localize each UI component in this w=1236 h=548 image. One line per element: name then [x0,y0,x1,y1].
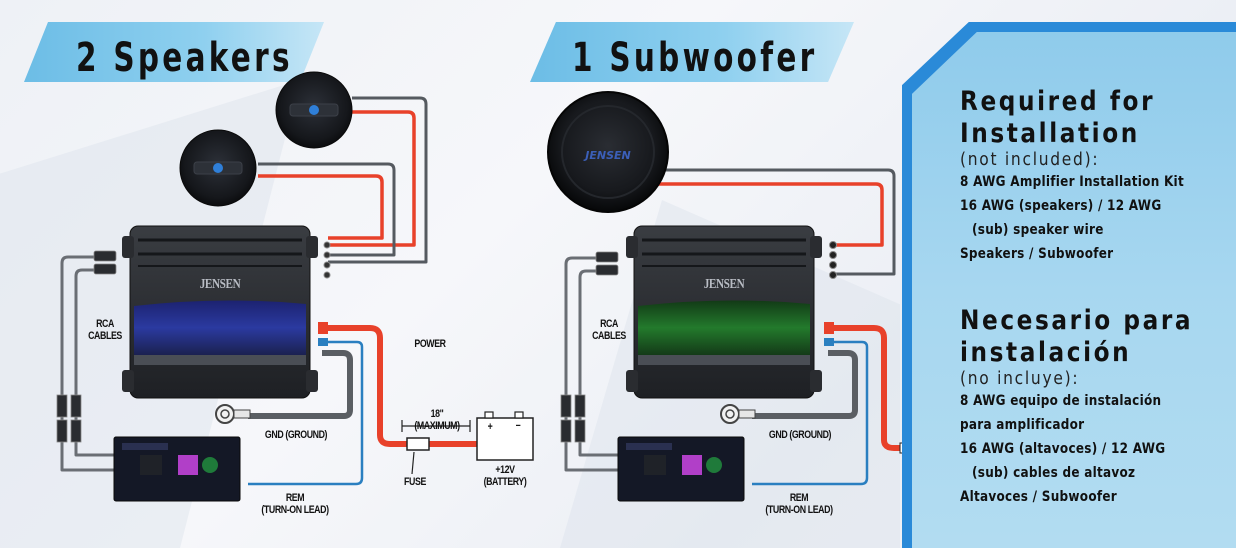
en-heading-line1: Required for [960,86,1156,117]
speaker2-negative-wire [258,162,396,257]
battery-minus: − [515,420,521,432]
en-item: Speakers / Subwoofer [960,246,1114,262]
power-wire-right [828,325,904,451]
en-subheading: (not included): [960,149,1100,170]
es-item: para amplificador [960,417,1085,433]
rca-cables-right [564,256,634,472]
svg-text:JENSEN: JENSEN [583,149,630,162]
rem-wire-right [752,340,869,486]
power-label: POWER [414,338,446,350]
speaker1-positive-wire [328,110,416,247]
battery-label: +12V (BATTERY) [483,464,527,488]
wire-end-caps-left [318,322,328,346]
amp-brand-right: JENSEN [703,277,745,292]
es-item: 8 AWG equipo de instalación [960,393,1162,409]
speaker-1 [275,71,353,149]
gnd-wire-left [248,350,353,419]
speakers-title: 2 Speakers [76,35,293,81]
rca-cables-label-right: RCA CABLES [592,318,626,342]
speaker2-positive-wire [258,174,384,240]
fuse [406,437,430,475]
amp-brand-left: JENSEN [199,277,241,292]
en-item: 8 AWG Amplifier Installation Kit [960,174,1184,190]
rca-cables-label-left: RCA CABLES [88,318,122,342]
rca-cables-left [60,255,130,472]
gnd-label-right: GND (GROUND) [768,429,832,441]
es-heading-line2: instalación [960,337,1132,368]
es-heading-line1: Necesario para [960,305,1194,336]
requirements-en: Required for Installation (not included)… [960,86,1220,266]
head-unit-left [113,436,241,502]
subwoofer: JENSEN [547,91,669,213]
en-item: (sub) speaker wire [972,222,1104,238]
gnd-wire-right [752,350,858,419]
es-item: 16 AWG (altavoces) / 12 AWG [960,441,1166,457]
amp-speaker-terminals-left [323,241,331,279]
es-item: Altavoces / Subwoofer [960,489,1117,505]
sub-negative-wire [650,168,896,276]
battery-icon [476,411,534,461]
ground-ring-terminal-right [720,404,756,424]
gnd-label-left: GND (GROUND) [264,429,328,441]
requirements-panel [912,32,1236,548]
speaker-wires-left [258,96,428,264]
fuse-label: FUSE [404,476,426,488]
amp-speaker-terminals-right [829,241,837,279]
es-subheading: (no incluye): [960,368,1080,389]
speaker1-negative-wire [328,96,428,264]
rem-wire-left [248,340,364,486]
en-heading-line2: Installation [960,118,1140,149]
es-item: (sub) cables de altavoz [972,465,1136,481]
subwoofer-title: 1 Subwoofer [572,35,818,81]
ground-ring-terminal-left [215,404,251,424]
amplifier-right [626,225,822,399]
battery-plus: + [487,421,493,433]
rca-plugs-right [560,251,619,443]
rem-label-left: REM (TURN-ON LEAD) [261,492,329,516]
head-unit-right [617,436,745,502]
en-item: 16 AWG (speakers) / 12 AWG [960,198,1162,214]
requirements-es: Necesario para instalación (no incluye):… [960,305,1231,509]
rca-plugs-left [56,250,117,443]
subwoofer-banner [530,22,854,82]
sub-positive-wire [650,182,884,247]
amplifier-left [122,225,318,399]
distance-marker [401,420,471,432]
rem-label-right: REM (TURN-ON LEAD) [765,492,833,516]
speakers-banner [24,22,324,82]
speaker-2 [179,129,257,207]
power-wire-left [322,325,490,447]
distance-label: 18" (MAXIMUM) [414,408,460,432]
